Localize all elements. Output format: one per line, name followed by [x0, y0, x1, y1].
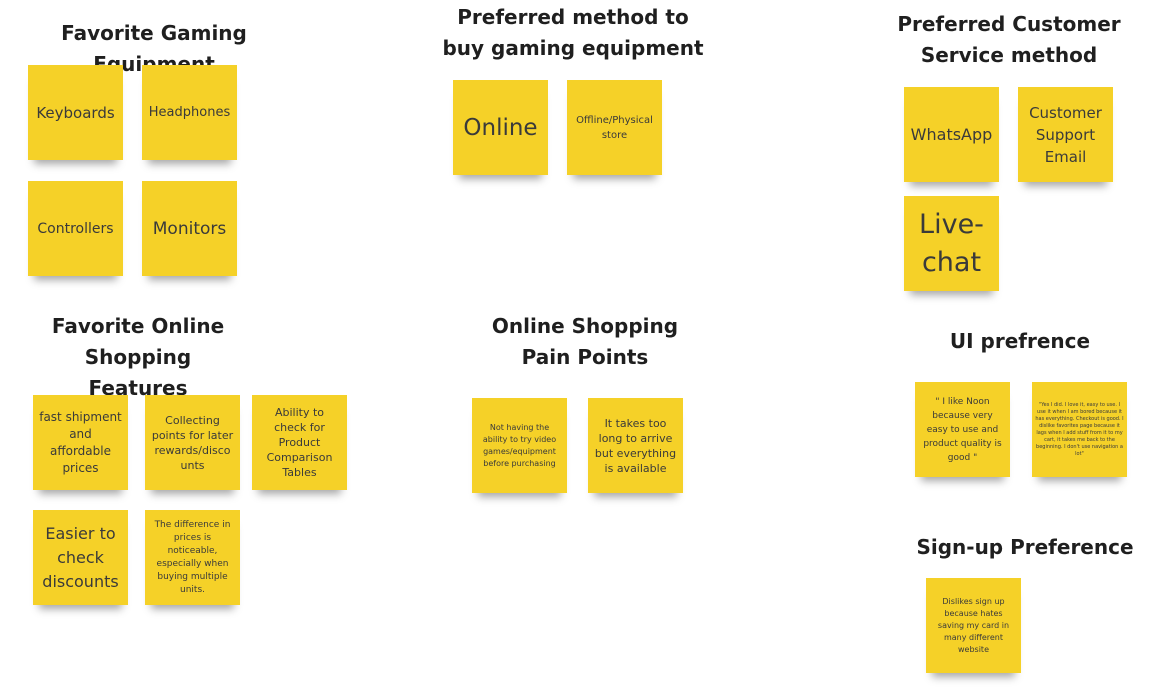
note-text: Easier to check discounts	[42, 523, 119, 591]
note-text: Ability to check for Product Comparison …	[266, 406, 333, 479]
sticky-note-collecting-points[interactable]: Collecting points for later rewards/disc…	[145, 395, 240, 490]
sticky-note-headphones[interactable]: Headphones	[142, 65, 237, 160]
sticky-note-offline-store[interactable]: Offline/Physical store	[567, 80, 662, 175]
note-text: Collecting points for later rewards/disc…	[151, 413, 234, 472]
sticky-note-cannot-try[interactable]: Not having the ability to try video game…	[472, 398, 567, 493]
sticky-note-check-discounts[interactable]: Easier to check discounts	[33, 510, 128, 605]
note-text: "Yes I did. I love it, easy to use. I us…	[1035, 401, 1124, 457]
sticky-note-controllers[interactable]: Controllers	[28, 181, 123, 276]
heading-shopping-features: Favorite Online Shopping Features	[51, 314, 225, 400]
sticky-note-fast-shipment[interactable]: fast shipment and affordable prices	[33, 395, 128, 490]
note-text: Customer Support Email	[1029, 103, 1102, 166]
note-text: Headphones	[148, 105, 231, 120]
sticky-note-support-email[interactable]: Customer Support Email	[1018, 87, 1113, 182]
note-text: It takes too long to arrive but everythi…	[594, 416, 677, 475]
note-text: Controllers	[37, 220, 114, 237]
note-text: Keyboards	[36, 103, 115, 122]
heading-signup-preference: Sign-up Preference	[916, 535, 1134, 559]
heading-pain-points: Online Shopping Pain Points	[491, 314, 679, 369]
note-text: The difference in prices is noticeable, …	[154, 519, 231, 595]
sticky-note-slow-delivery[interactable]: It takes too long to arrive but everythi…	[588, 398, 683, 493]
sticky-note-whatsapp[interactable]: WhatsApp	[904, 87, 999, 182]
note-text: Dislikes sign up because hates saving my…	[937, 596, 1010, 654]
note-text: " I like Noon because very easy to use a…	[923, 396, 1002, 463]
note-text: Monitors	[152, 218, 227, 239]
sticky-note-noon-quote[interactable]: " I like Noon because very easy to use a…	[915, 382, 1010, 477]
sticky-note-signup-dislike[interactable]: Dislikes sign up because hates saving my…	[926, 578, 1021, 673]
heading-gaming-equipment: Favorite Gaming Equipment	[61, 21, 247, 76]
note-text: Live-chat	[919, 208, 984, 278]
sticky-note-online[interactable]: Online	[453, 80, 548, 175]
sticky-note-comparison-tables[interactable]: Ability to check for Product Comparison …	[252, 395, 347, 490]
sticky-note-keyboards[interactable]: Keyboards	[28, 65, 123, 160]
note-text: fast shipment and affordable prices	[39, 409, 122, 475]
heading-ui-preference: UI prefrence	[949, 329, 1091, 353]
heading-customer-service: Preferred Customer Service method	[897, 12, 1121, 67]
note-text: Online	[463, 114, 538, 141]
note-text: WhatsApp	[910, 125, 993, 144]
sticky-note-favorites-quote[interactable]: "Yes I did. I love it, easy to use. I us…	[1032, 382, 1127, 477]
heading-purchase-method: Preferred method to buy gaming equipment	[442, 5, 704, 60]
note-text: Not having the ability to try video game…	[482, 422, 557, 468]
sticky-note-live-chat[interactable]: Live-chat	[904, 196, 999, 291]
sticky-note-price-difference[interactable]: The difference in prices is noticeable, …	[145, 510, 240, 605]
note-text: Offline/Physical store	[576, 114, 653, 141]
sticky-note-monitors[interactable]: Monitors	[142, 181, 237, 276]
